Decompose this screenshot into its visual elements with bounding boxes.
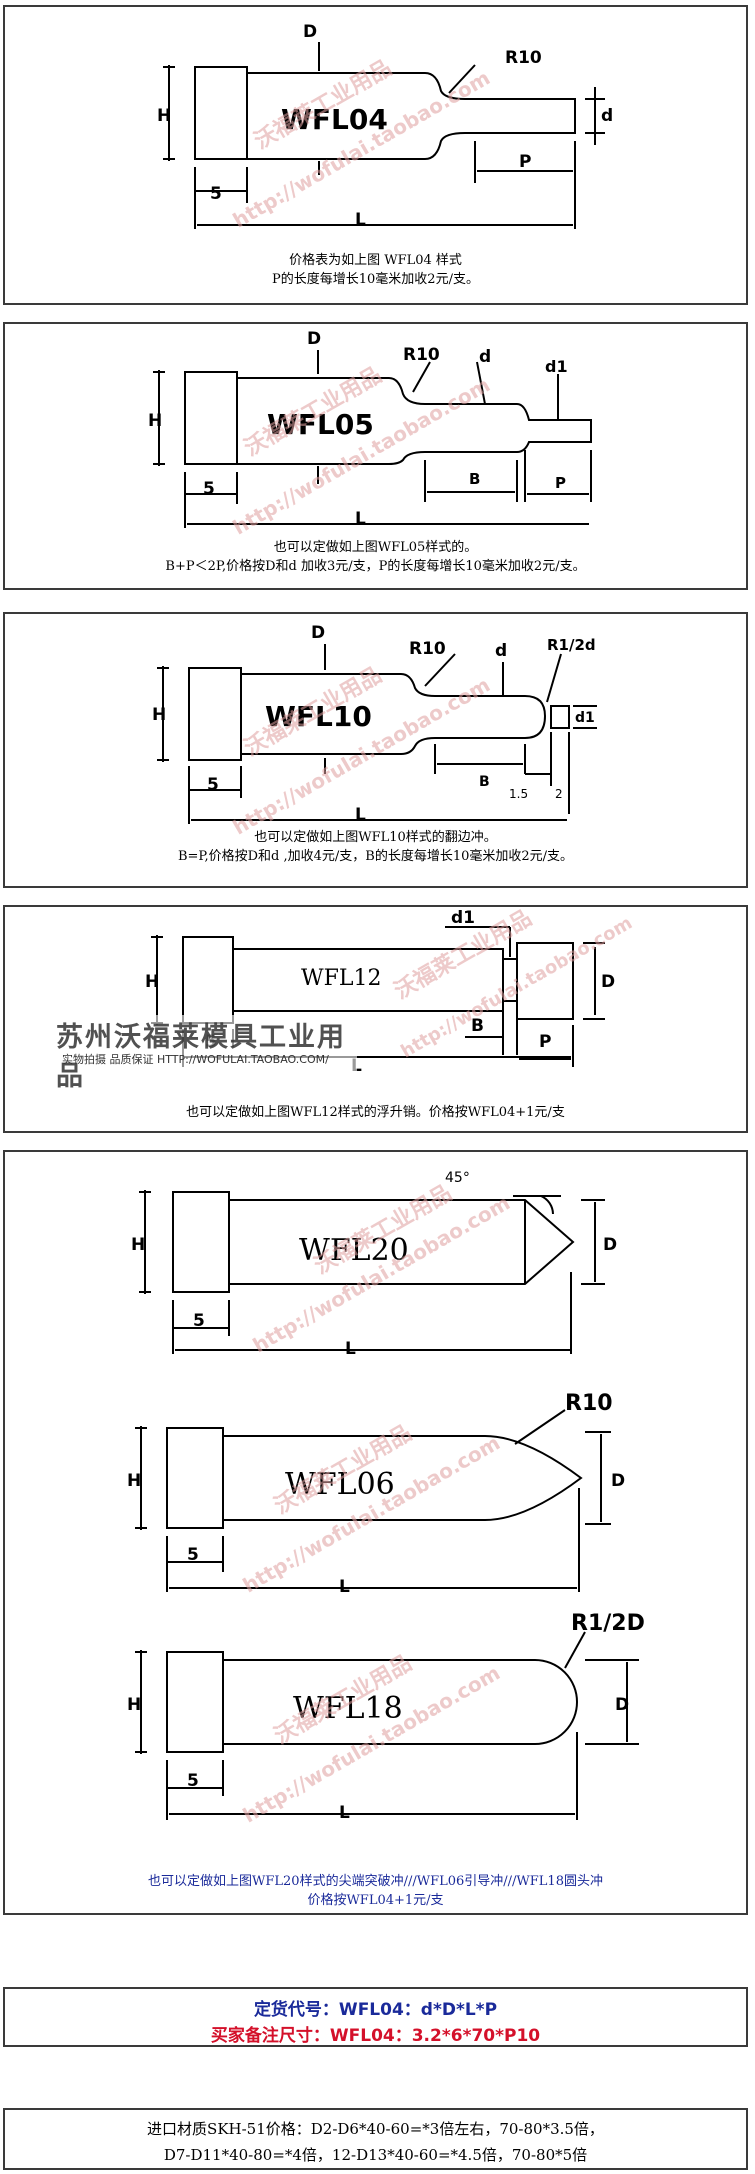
order-bar: 定货代号：WFL04：d*D*L*P 买家备注尺寸：WFL04：3.2*6*70… <box>3 1987 748 2047</box>
dim-D: D <box>611 1471 625 1491</box>
dim-d: d <box>601 106 613 126</box>
dim-H: H <box>145 972 159 992</box>
part-label: WFL10 <box>265 700 372 733</box>
dim-R10: R10 <box>409 639 446 659</box>
dim-5: 5 <box>187 1771 199 1791</box>
dim-R10: R10 <box>565 1391 613 1416</box>
material-line: D7-D11*40-80=*4倍，12-D13*40-60=*4.5倍，70-8… <box>163 2146 588 2164</box>
panel-wfl10: D R10 d R1/2d d1 H 5 B 1.5 2 L WFL10 沃福莱… <box>3 612 748 888</box>
dim-D: D <box>603 1235 617 1255</box>
caption-wfl12: 也可以定做如上图WFL12样式的浮升销。价格按WFL04+1元/支 <box>5 1103 746 1122</box>
dim-d: d <box>479 347 491 367</box>
buyer-note: 买家备注尺寸：WFL04：3.2*6*70*P10 <box>210 2026 541 2046</box>
dim-B: B <box>479 774 490 790</box>
panel-tips: WFL20 45° H D 5 L WFL06 R10 H D 5 L WFL1… <box>3 1150 748 1915</box>
dim-L: L <box>355 509 366 529</box>
caption-line: 也可以定做如上图WFL20样式的尖端突破冲///WFL06引导冲///WFL18… <box>148 1874 603 1889</box>
part-label: WFL04 <box>281 103 388 136</box>
dim-R10: R10 <box>403 345 440 365</box>
part-label-wfl20: WFL20 <box>299 1233 409 1268</box>
caption-line: 也可以定做如上图WFL12样式的浮升销。价格按WFL04+1元/支 <box>186 1105 565 1120</box>
dim-B: B <box>469 470 480 488</box>
panel-wfl04: D R10 d H 5 P L WFL04 沃福莱工业用品 http://wof… <box>3 5 748 305</box>
dim-P: P <box>539 1032 551 1052</box>
dim-R12D: R1/2D <box>571 1611 645 1636</box>
dim-H: H <box>131 1235 145 1255</box>
caption-line: P的长度每增长10毫米加收2元/支。 <box>272 272 479 287</box>
dim-d1: d1 <box>575 710 595 726</box>
diagram-wfl05: D R10 d d1 H 5 B P L WFL05 <box>148 329 592 529</box>
dim-D: D <box>601 972 615 992</box>
dim-5: 5 <box>203 479 215 499</box>
dim-5: 5 <box>207 775 219 795</box>
dim-R12d: R1/2d <box>547 636 596 654</box>
part-label: WFL05 <box>267 408 374 441</box>
caption-line: 也可以定做如上图WFL10样式的翻边冲。 <box>254 830 497 845</box>
dim-D: D <box>307 329 321 349</box>
diagram-tips: WFL20 45° H D 5 L WFL06 R10 H D 5 L WFL1… <box>127 1170 645 1823</box>
dim-L: L <box>339 1577 350 1597</box>
dim-5: 5 <box>193 1311 205 1331</box>
dim-P: P <box>555 474 566 492</box>
dim-H: H <box>148 411 162 431</box>
dim-d1: d1 <box>451 908 475 928</box>
dim-L: L <box>355 210 366 230</box>
dim-d: d <box>495 641 507 661</box>
dim-L: L <box>345 1339 356 1359</box>
dim-L: L <box>355 805 366 825</box>
material-bar: 进口材质SKH-51价格：D2-D6*40-60=*3倍左右，70-80*3.5… <box>3 2108 748 2170</box>
dim-R10: R10 <box>505 48 542 68</box>
shop-subtitle: 实物拍摄 品质保证 HTTP://WOFULAI.TAOBAO.COM/ <box>62 1053 329 1066</box>
dim-P: P <box>519 152 531 172</box>
dim-d1: d1 <box>545 357 568 376</box>
caption-line: 价格按WFL04+1元/支 <box>307 1893 444 1908</box>
caption-tips: 也可以定做如上图WFL20样式的尖端突破冲///WFL06引导冲///WFL18… <box>5 1872 746 1910</box>
dim-2: 2 <box>555 787 563 801</box>
dim-B: B <box>471 1016 484 1036</box>
shop-overlay: 苏州沃福莱模具工业用品 实物拍摄 品质保证 HTTP://WOFULAI.TAO… <box>52 1015 357 1092</box>
dim-1-5: 1.5 <box>509 787 528 801</box>
diagram-wfl04: D R10 d H 5 P L WFL04 <box>157 22 613 230</box>
material-line: 进口材质SKH-51价格：D2-D6*40-60=*3倍左右，70-80*3.5… <box>147 2120 604 2138</box>
caption-wfl05: 也可以定做如上图WFL05样式的。 B+P＜2P,价格按D和d 加收3元/支，P… <box>5 538 746 576</box>
dim-H: H <box>127 1471 141 1491</box>
caption-wfl10: 也可以定做如上图WFL10样式的翻边冲。 B=P,价格按D和d ,加收4元/支，… <box>5 828 746 866</box>
dim-H: H <box>127 1695 141 1715</box>
dim-D: D <box>615 1695 629 1715</box>
dim-5: 5 <box>210 184 222 204</box>
order-code: 定货代号：WFL04：d*D*L*P <box>253 2000 498 2020</box>
part-label-wfl18: WFL18 <box>293 1691 403 1726</box>
caption-wfl04: 价格表为如上图 WFL04 样式 P的长度每增长10毫米加收2元/支。 <box>5 251 746 289</box>
diagram-wfl10: D R10 d R1/2d d1 H 5 B 1.5 2 L WFL10 <box>152 623 597 825</box>
part-label: WFL12 <box>301 966 381 991</box>
dim-D: D <box>303 22 317 42</box>
caption-line: B+P＜2P,价格按D和d 加收3元/支，P的长度每增长10毫米加收2元/支。 <box>165 559 586 574</box>
dim-angle: 45° <box>445 1170 470 1186</box>
dim-5: 5 <box>187 1545 199 1565</box>
part-label-wfl06: WFL06 <box>285 1467 395 1502</box>
caption-line: B=P,价格按D和d ,加收4元/支，B的长度每增长10毫米加收2元/支。 <box>177 849 574 864</box>
dim-H: H <box>152 705 166 725</box>
panel-wfl05: D R10 d d1 H 5 B P L WFL05 沃福莱工业用品 http:… <box>3 322 748 590</box>
dim-D: D <box>311 623 325 643</box>
caption-line: 也可以定做如上图WFL05样式的。 <box>273 540 478 555</box>
dim-L: L <box>339 1803 350 1823</box>
caption-line: 价格表为如上图 WFL04 样式 <box>289 253 462 268</box>
dim-H: H <box>157 106 171 126</box>
shop-title: 苏州沃福莱模具工业用品 <box>56 1022 346 1092</box>
